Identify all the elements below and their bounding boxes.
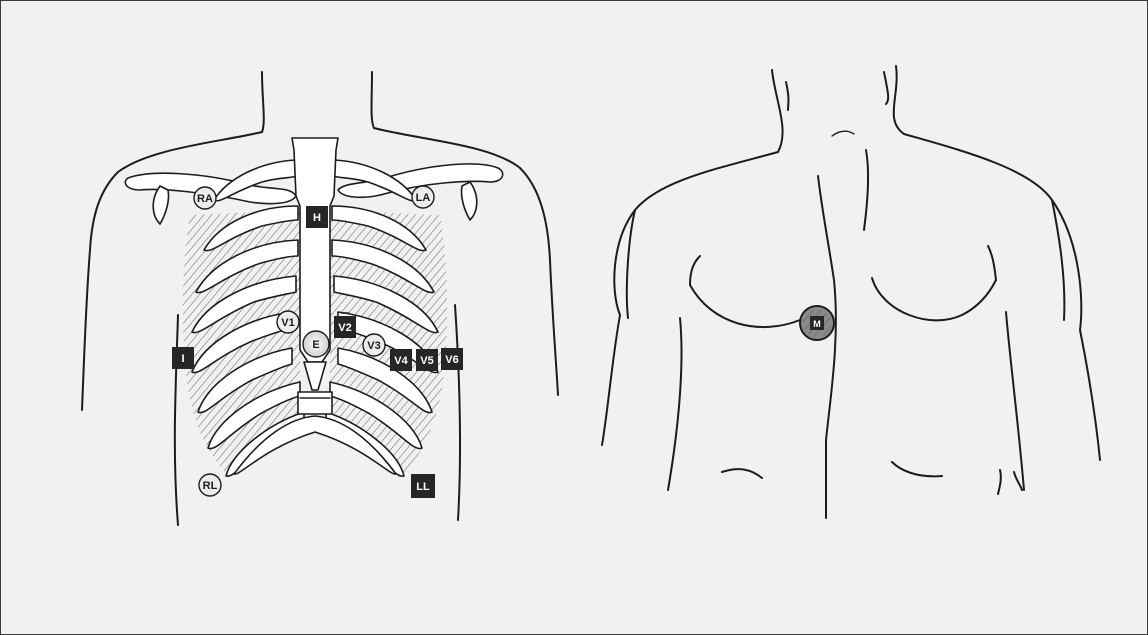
electrode-i: I xyxy=(172,347,194,369)
electrode-h: H xyxy=(306,206,328,228)
electrode-v3: V3 xyxy=(363,334,385,356)
back-torso xyxy=(602,66,1100,518)
electrode-ra-label: RA xyxy=(197,193,213,205)
electrode-ll-label: LL xyxy=(416,481,430,493)
rib-cage xyxy=(125,138,502,478)
electrode-la: LA xyxy=(412,186,434,208)
electrode-rl: RL xyxy=(199,474,221,496)
electrode-v5: V5 xyxy=(416,349,438,371)
electrode-rl-label: RL xyxy=(203,480,218,492)
electrode-v1: V1 xyxy=(277,311,299,333)
electrode-h-label: H xyxy=(313,212,321,224)
electrode-v4: V4 xyxy=(390,349,412,371)
electrode-v4-label: V4 xyxy=(394,355,408,367)
electrode-e-label: E xyxy=(312,339,319,351)
electrode-m-label: M xyxy=(813,319,821,329)
electrode-v6-label: V6 xyxy=(445,354,458,366)
electrode-la-label: LA xyxy=(416,192,431,204)
electrode-ll: LL xyxy=(411,474,435,498)
electrode-v5-label: V5 xyxy=(420,355,433,367)
electrode-ra: RA xyxy=(194,187,216,209)
electrode-m: M xyxy=(800,306,834,340)
electrode-e: E xyxy=(303,331,329,357)
electrode-i-label: I xyxy=(181,353,184,365)
electrode-v2-label: V2 xyxy=(338,322,351,334)
electrode-v1-label: V1 xyxy=(281,317,294,329)
electrode-v2: V2 xyxy=(334,313,356,338)
electrode-v3-label: V3 xyxy=(367,340,380,352)
electrode-v6: V6 xyxy=(441,348,463,370)
